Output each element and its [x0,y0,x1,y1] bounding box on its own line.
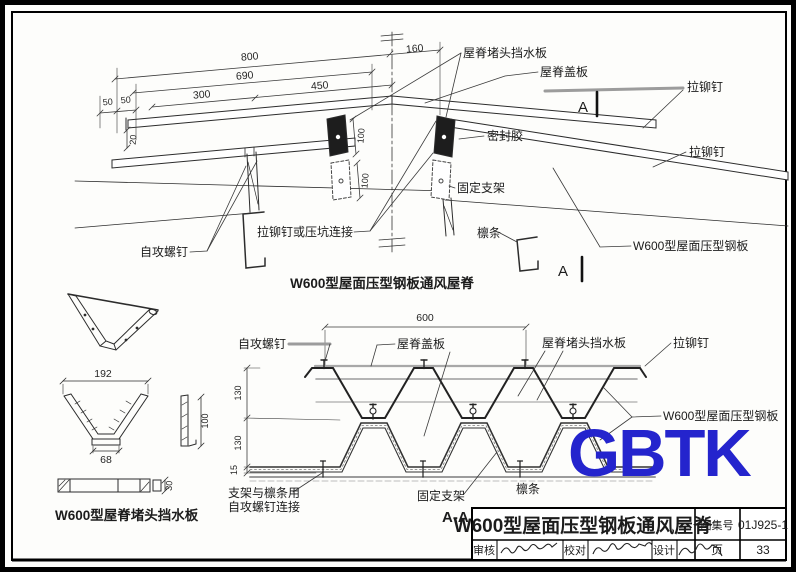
dim-50b: 50 [120,95,131,106]
top-leader-lines [189,52,687,253]
title-block: W600型屋面压型钢板通风屋脊 图集号 01J925-1 审核 校对 设计 页 … [454,507,788,561]
label-rivet-bottom: 拉铆钉 [689,144,725,159]
left-c-purlin [242,211,266,269]
dim-100b: 100 [359,173,370,189]
aa-label-ridge-cover: 屋脊盖板 [397,337,445,351]
atlas-number-label: 图集号 [701,518,734,532]
baffle-detail-views: 192 68 100 30 W600型屋脊堵头挡水板 [55,293,210,523]
aa-caption: A-A [442,509,469,526]
signatures [500,542,723,557]
dim-192: 192 [94,368,112,380]
signature-checker [592,542,653,555]
label-purlin: 檩条 [477,225,501,240]
dim-20: 20 [128,134,139,145]
right-c-purlin [516,236,539,272]
top-dimensions [96,41,444,202]
aa-label-fixed-bracket: 固定支架 [417,488,465,503]
centerline [378,31,406,253]
dim-68: 68 [100,454,112,466]
section-mark-a-bottom: A [558,263,568,280]
aa-note-line2: 自攻螺钉连接 [228,499,300,514]
top-detail-caption: W600型屋面压型钢板通风屋脊 [290,275,474,291]
dim-450: 450 [310,79,329,92]
aa-fasteners [319,359,577,478]
label-self-tapping: 自攻螺钉 [140,245,188,259]
top-dimension-labels: 800 160 690 450 300 50 50 20 100 100 [102,42,424,188]
dim-50a: 50 [102,97,113,108]
dim-130-upper: 130 [233,385,243,400]
section-marks: A A [558,90,599,283]
label-ridge-end-baffle: 屋脊堵头挡水板 [463,46,547,60]
aa-label-self-tapping: 自攻螺钉 [238,337,286,351]
aa-label-purlin: 檩条 [516,481,540,496]
fixed-brackets [330,159,452,201]
aa-note-line1: 支架与檩条用 [228,485,300,500]
designer-label: 设计 [653,544,675,557]
roof-sheet-profile-inner [249,427,656,473]
dim-800: 800 [240,50,259,63]
signature-designer [678,543,723,557]
baffle-plan-view [57,476,169,495]
title-block-title: W600型屋面压型钢板通风屋脊 [454,514,714,537]
aa-label-roof-sheet: W600型屋面压型钢板 [663,409,778,423]
label-roof-sheet: W600型屋面压型钢板 [633,239,748,253]
top-detail-drawing: 800 160 690 450 300 50 50 20 100 100 [74,31,789,291]
label-rivet-or-dimple: 拉铆钉或压坑连接 [257,224,353,239]
label-ridge-cover: 屋脊盖板 [540,65,588,79]
baffle-isometric-view [67,293,159,351]
dim-130-lower: 130 [233,435,243,450]
label-fixed-bracket: 固定支架 [457,180,505,195]
baffle-caption: W600型屋脊堵头挡水板 [55,507,199,523]
aa-label-ridge-end-baffle: 屋脊堵头挡水板 [542,336,626,350]
atlas-number-value: 01J925-1 [738,518,788,532]
baffle-side-view [180,393,205,450]
aa-label-rivet: 拉铆钉 [673,335,709,350]
page-number: 33 [756,543,770,557]
dim-160: 160 [405,42,424,55]
reviewer-label: 审核 [473,543,495,557]
signature-reviewer [500,542,558,554]
baffle-front-view [59,377,152,455]
top-labels: 屋脊堵头挡水板 屋脊盖板 拉铆钉 密封胶 拉铆钉 固定支架 檩条 W600型屋面… [140,46,748,259]
dim-600: 600 [416,312,434,324]
dim-100-side: 100 [200,413,210,428]
dim-300: 300 [192,88,211,101]
checker-label: 校对 [564,543,586,557]
dim-690: 690 [235,69,254,82]
roof-sheet-profile-outer [249,422,656,468]
section-aa-drawing: 600 130 130 15 [228,312,778,526]
dim-100a: 100 [355,128,366,144]
gbtk-watermark: GBTK [568,416,752,491]
dim-15: 15 [229,465,239,475]
aa-left-dims [243,364,341,477]
aa-labels: 自攻螺钉 屋脊盖板 屋脊堵头挡水板 拉铆钉 W600型屋面压型钢板 固定支架 檩… [228,335,778,514]
ridge-structure [74,95,789,272]
dim-30: 30 [164,480,175,491]
label-sealant: 密封胶 [487,128,523,143]
aa-dim-600 [321,323,530,366]
section-mark-a-top: A [578,99,588,116]
aa-leader-lines [287,342,672,495]
label-rivet-top: 拉铆钉 [687,79,723,94]
aa-sheets [249,364,656,482]
right-strut [442,197,455,237]
